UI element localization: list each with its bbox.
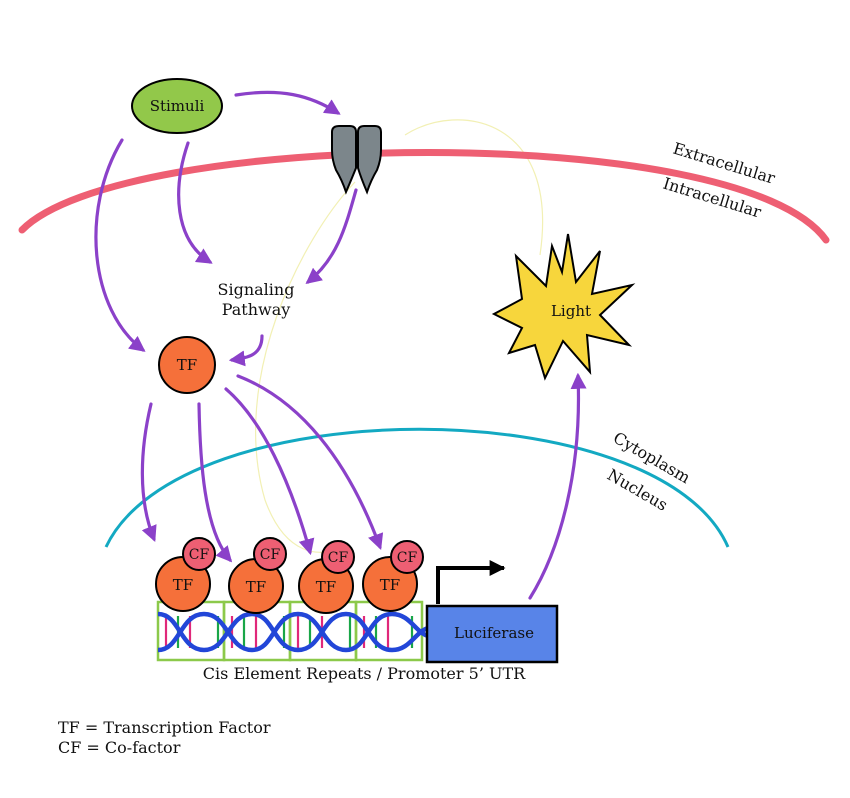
promoter-caption: Cis Element Repeats / Promoter 5’ UTR bbox=[203, 664, 526, 683]
cell-membrane bbox=[18, 149, 830, 244]
nuclear-envelope bbox=[104, 427, 730, 548]
cf-label: CF bbox=[260, 547, 281, 563]
tf-cf-complex-4: TF CF bbox=[362, 540, 424, 612]
arrow-stimuli-to-tf bbox=[94, 138, 146, 352]
legend: TF = Transcription Factor CF = Co-factor bbox=[58, 718, 271, 758]
tf-cf-complex-1: TF CF bbox=[155, 537, 216, 612]
tf-label: TF bbox=[173, 576, 193, 594]
light-node: Light bbox=[491, 233, 636, 381]
cf-label: CF bbox=[328, 550, 349, 566]
tf-label: TF bbox=[177, 356, 197, 374]
arrow-stimuli-to-signaling bbox=[177, 141, 213, 264]
arrow-signaling-to-tf bbox=[228, 334, 264, 367]
light-trail-line bbox=[255, 119, 544, 553]
cf-label: CF bbox=[189, 547, 210, 563]
tf-label: TF bbox=[380, 576, 400, 594]
dna-helix-strand-b bbox=[157, 611, 429, 653]
legend-tf: TF = Transcription Factor bbox=[58, 718, 271, 737]
legend-cf: CF = Co-factor bbox=[58, 738, 181, 757]
tf-label: TF bbox=[246, 578, 266, 596]
stimuli-label: Stimuli bbox=[150, 97, 205, 115]
tf-cf-complex-2: TF CF bbox=[228, 537, 287, 614]
receptor-icon bbox=[331, 125, 382, 195]
arrow-tf-to-site2 bbox=[197, 402, 233, 563]
pathway-arrows bbox=[94, 90, 587, 600]
tf-cf-complex-3: TF CF bbox=[298, 540, 355, 614]
arrow-tf-to-site4 bbox=[236, 374, 384, 551]
tf-label: TF bbox=[316, 578, 336, 596]
luciferase-label: Luciferase bbox=[454, 624, 534, 642]
luciferase-gene: Luciferase bbox=[425, 604, 559, 664]
arrow-luciferase-to-light bbox=[528, 372, 587, 600]
dna-helix-strand-a bbox=[157, 611, 429, 653]
light-label: Light bbox=[551, 302, 591, 320]
arrow-receptor-to-signaling bbox=[305, 188, 358, 285]
dna-strand bbox=[156, 600, 429, 662]
arrow-stimuli-to-receptor bbox=[234, 90, 341, 115]
tf-node-cytoplasm: TF bbox=[158, 336, 216, 394]
arrow-tf-to-site1 bbox=[140, 402, 157, 542]
arrow-tf-to-site3 bbox=[224, 387, 315, 556]
light-starburst-icon bbox=[491, 233, 636, 381]
signaling-pathway-label-line2: Pathway bbox=[222, 300, 291, 319]
signaling-pathway-label-line1: Signaling bbox=[218, 280, 295, 299]
stimuli-node: Stimuli bbox=[131, 78, 223, 134]
cf-label: CF bbox=[397, 550, 418, 566]
transcription-start-arrow bbox=[436, 560, 506, 604]
